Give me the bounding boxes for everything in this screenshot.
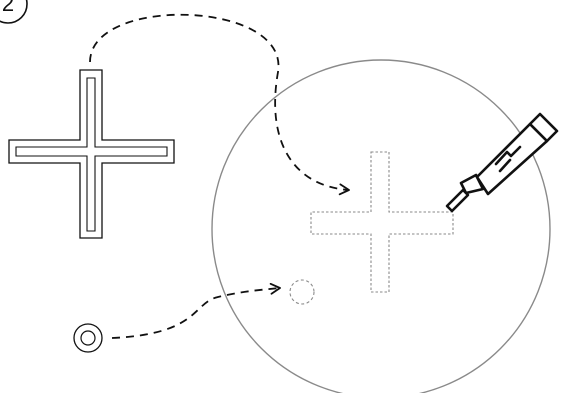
assembly-step-diagram: 2 [0,0,566,393]
step-number-ring [0,0,566,393]
